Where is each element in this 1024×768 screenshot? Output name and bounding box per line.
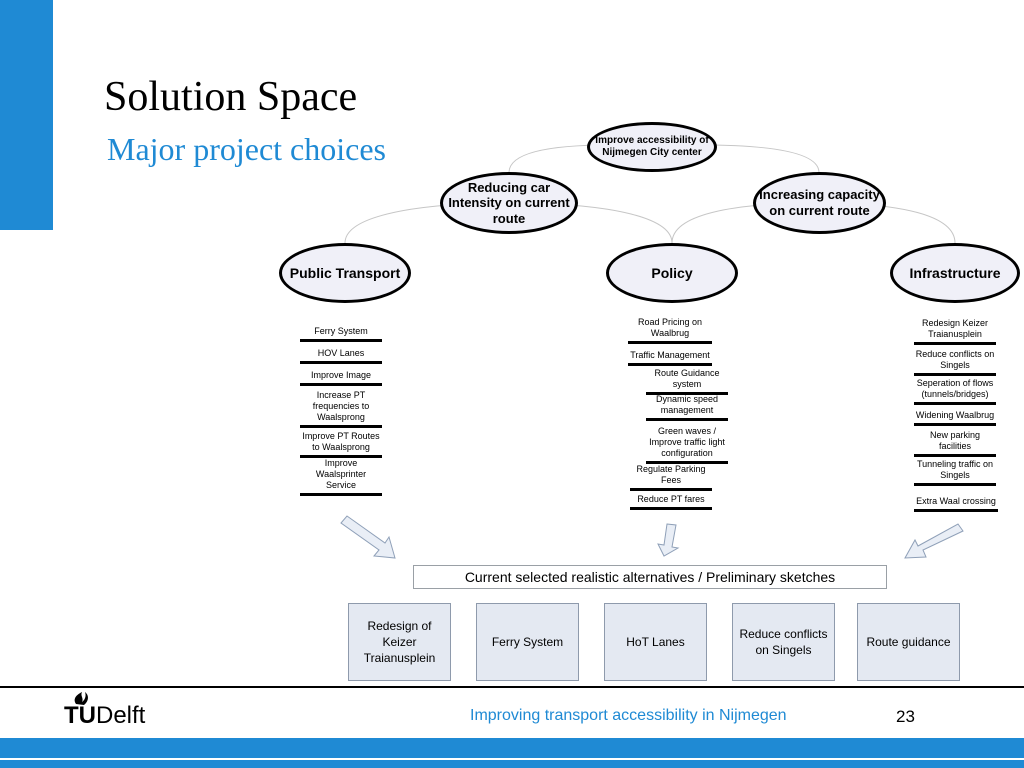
selection-arrows [340,515,964,559]
footer-title: Improving transport accessibility in Nij… [470,707,787,724]
pt-option: HOV Lanes [300,348,382,364]
slide-subtitle: Major project choices [107,131,386,167]
category-infrastructure: Infrastructure [890,243,1020,303]
branch-increase-capacity: Increasing capacity on current route [753,172,886,234]
alternative-box: Ferry System [476,603,579,681]
footer-bar-line [0,758,1024,760]
logo-delft: Delft [96,702,146,729]
selection-banner: Current selected realistic alternatives … [413,565,887,589]
footer-divider [0,686,1024,688]
logo-tu: TU [64,702,96,729]
goal-node: Improve accessibility of Nijmegen City c… [587,122,717,172]
branch-reduce-intensity: Reducing car Intensity on current route [440,172,578,234]
policy-option: Reduce PT fares [630,494,712,510]
infra-option: Tunneling traffic on Singels [914,459,996,486]
tudelft-flame-icon [74,692,88,705]
infra-option: Seperation of flows (tunnels/bridges) [914,378,996,405]
infra-option: Widening Waalbrug [914,410,996,426]
category-policy: Policy [606,243,738,303]
policy-option: Dynamic speed management [646,394,728,421]
pt-option: Improve PT Routes to Waalsprong [300,431,382,458]
infra-option: New parking facilities [914,430,996,457]
slide-title: Solution Space [104,74,358,120]
alternative-box: HoT Lanes [604,603,707,681]
policy-option: Route Guidance system [646,368,728,395]
alternative-box: Route guidance [857,603,960,681]
alternative-box: Redesign of Keizer Traianusplein [348,603,451,681]
infra-option: Extra Waal crossing [914,496,998,512]
policy-option: Road Pricing on Waalbrug [628,317,712,344]
arrow-center-icon [657,523,680,557]
category-public-transport: Public Transport [279,243,411,303]
pt-option: Increase PT frequencies to Waalsprong [300,390,382,428]
footer-bar [0,738,1024,768]
page-number: 23 [896,707,915,726]
policy-option: Regulate Parking Fees [630,464,712,491]
pt-option: Improve Waalsprinter Service [300,458,382,496]
arrow-left-icon [340,515,396,559]
pt-option: Improve Image [300,370,382,386]
infra-option: Redesign Keizer Traianusplein [914,318,996,345]
tudelft-logo: TUDelft [64,704,145,728]
accent-bar [0,0,53,230]
pt-option: Ferry System [300,326,382,342]
infra-option: Reduce conflicts on Singels [914,349,996,376]
arrow-right-icon [904,523,964,559]
alternative-box: Reduce conflicts on Singels [732,603,835,681]
policy-option: Traffic Management [628,350,712,366]
policy-option: Green waves / Improve traffic light conf… [646,426,728,464]
